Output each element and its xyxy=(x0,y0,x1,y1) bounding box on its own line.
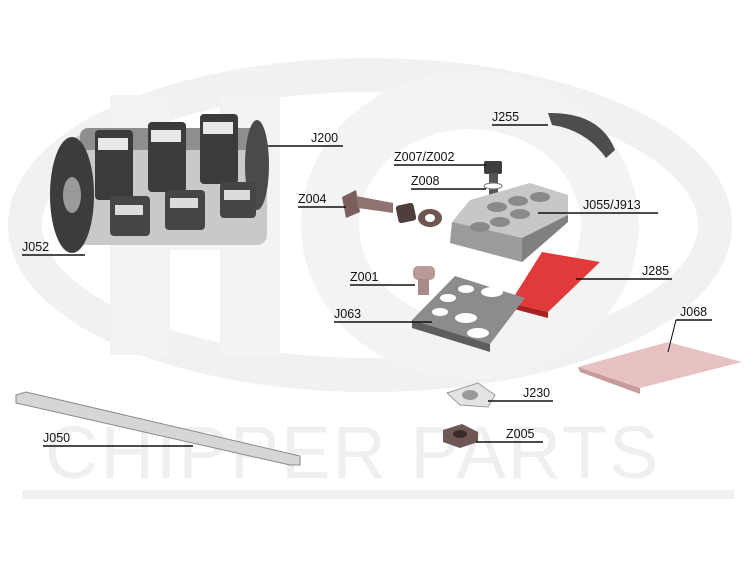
nut-z005 xyxy=(443,424,478,448)
counter-knife-j285 xyxy=(510,252,600,318)
watermark-swoosh xyxy=(8,58,732,392)
label-z004: Z004 xyxy=(298,192,327,206)
label-j068: J068 xyxy=(680,305,707,319)
washer-z008 xyxy=(483,182,503,190)
drum-hub xyxy=(63,177,81,213)
drum-pockets xyxy=(95,114,256,236)
part-labels: J200 J052 J255 Z007/Z002 Z008 Z004 J055/… xyxy=(22,110,712,447)
bar-j050 xyxy=(15,391,301,466)
watermark-letter-d xyxy=(301,71,639,379)
bolt-z007 xyxy=(483,161,503,203)
label-j055-j913: J055/J913 xyxy=(583,198,641,212)
chipper-drum xyxy=(50,114,269,253)
label-j255: J255 xyxy=(492,110,519,124)
screw-z001 xyxy=(413,266,435,295)
label-j285: J285 xyxy=(642,264,669,278)
label-j230: J230 xyxy=(523,386,550,400)
label-z001: Z001 xyxy=(350,270,379,284)
label-z008: Z008 xyxy=(411,174,440,188)
knife-j068 xyxy=(578,342,742,394)
bolt-z004 xyxy=(342,190,442,227)
label-j052: J052 xyxy=(22,240,49,254)
plate-j063 xyxy=(412,276,525,352)
j255-curved-part xyxy=(548,112,615,158)
nut xyxy=(395,202,417,224)
watermark-baseline xyxy=(22,490,734,499)
leader-j068 xyxy=(667,319,677,353)
label-z007-z002: Z007/Z002 xyxy=(394,150,455,164)
label-z005: Z005 xyxy=(506,427,535,441)
label-j200: J200 xyxy=(311,131,338,145)
clamp-block-j055 xyxy=(450,183,568,262)
label-j050: J050 xyxy=(43,431,70,445)
label-j063: J063 xyxy=(334,307,361,321)
watermark: CHIPPER PARTS xyxy=(8,58,734,499)
